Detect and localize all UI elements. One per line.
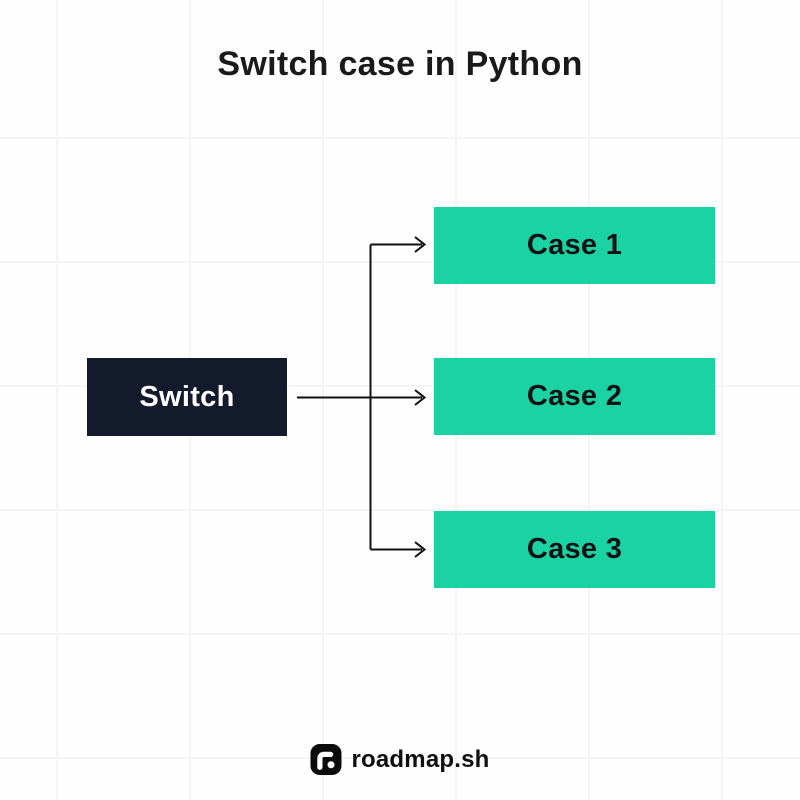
footer-brand: roadmap.sh (310, 744, 489, 775)
connector-arrows (297, 236, 427, 558)
arrowhead-case3-icon (414, 541, 427, 558)
diagram-title: Switch case in Python (217, 45, 583, 83)
case-node-1-label: Case 1 (526, 229, 623, 261)
case-node-2: Case 2 (434, 358, 715, 435)
case-node-3-label: Case 3 (526, 533, 623, 565)
case-node-1: Case 1 (434, 207, 715, 284)
case-node-2-label: Case 2 (526, 380, 623, 412)
switch-node: Switch (87, 358, 287, 436)
case-node-3: Case 3 (434, 511, 715, 588)
arrowhead-case1-icon (414, 236, 427, 253)
arrowhead-case2-icon (414, 389, 427, 406)
roadmap-logo-icon (310, 744, 342, 775)
switch-node-label: Switch (139, 380, 235, 413)
brand-text: roadmap.sh (351, 746, 490, 773)
